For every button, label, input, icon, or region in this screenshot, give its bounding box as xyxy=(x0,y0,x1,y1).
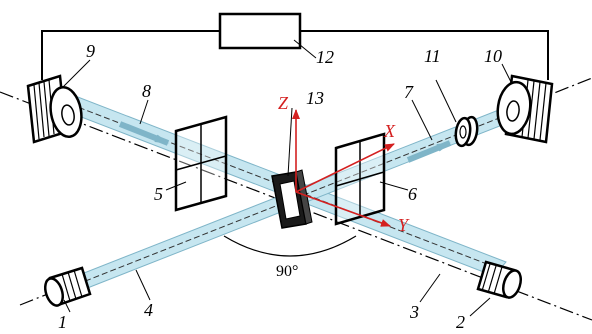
label-5: 5 xyxy=(154,184,163,204)
camera-left xyxy=(26,74,83,144)
cable-left xyxy=(41,30,220,80)
leader-lines xyxy=(61,39,513,317)
x-axis-label: X xyxy=(383,121,396,141)
z-axis-label: Z xyxy=(278,93,289,113)
cable-right xyxy=(300,30,549,80)
x-axis-arrow xyxy=(295,143,395,193)
beam-direction-arrow-b xyxy=(406,140,452,163)
y-axis-label: Y xyxy=(398,215,410,235)
central-object xyxy=(271,169,313,229)
grid-screen-right xyxy=(334,132,386,226)
label-8: 8 xyxy=(142,81,151,101)
label-3: 3 xyxy=(409,302,419,322)
camera-right xyxy=(496,74,554,144)
y-axis-arrow xyxy=(295,191,391,227)
label-7: 7 xyxy=(404,82,414,102)
lens-right xyxy=(454,115,479,148)
label-2: 2 xyxy=(456,312,465,332)
beam-direction-arrow-a xyxy=(118,121,170,146)
label-10: 10 xyxy=(484,46,502,66)
label-4: 4 xyxy=(144,300,153,320)
label-12: 12 xyxy=(316,47,334,67)
emitter-right xyxy=(476,260,523,299)
emitter-left xyxy=(43,266,92,307)
label-11: 11 xyxy=(424,46,441,66)
grid-screen-left xyxy=(174,115,228,212)
label-13: 13 xyxy=(306,88,324,108)
label-1: 1 xyxy=(58,312,67,332)
angle-label: 90° xyxy=(276,263,298,280)
label-6: 6 xyxy=(408,184,417,204)
electronic-unit-box xyxy=(218,12,302,50)
label-9: 9 xyxy=(86,41,95,61)
angle-arc xyxy=(223,235,357,257)
